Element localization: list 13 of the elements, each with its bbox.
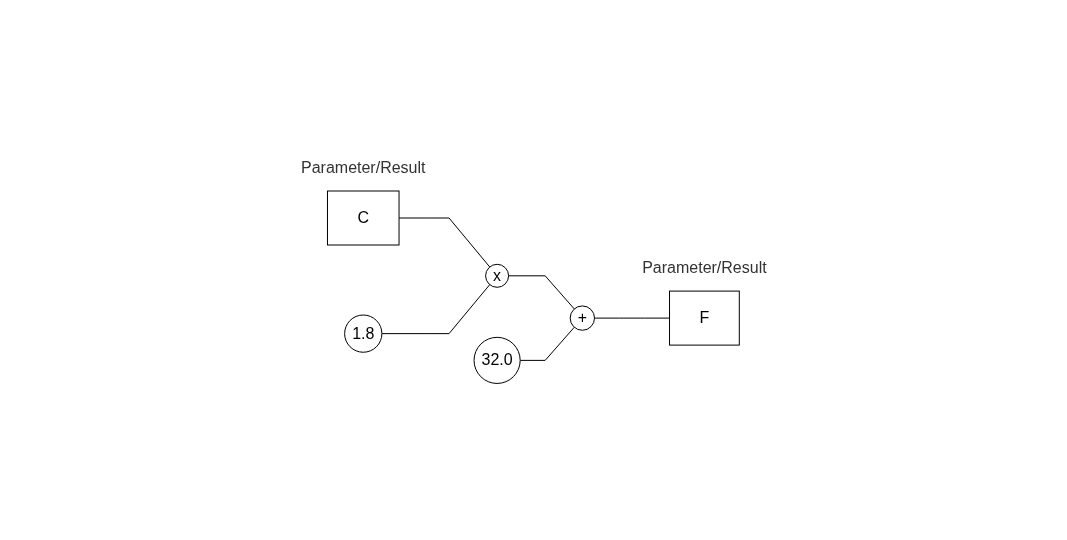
node-circle: 1.8 [343, 314, 383, 353]
node-label: Parameter/Result [641, 259, 767, 277]
node-box: F [668, 290, 740, 346]
connector [398, 217, 490, 268]
node-circle: + [569, 305, 595, 332]
connector [519, 327, 575, 362]
node-circle: x [484, 264, 509, 289]
node-circle: 32.0 [473, 337, 521, 385]
node-box: C [326, 190, 400, 246]
node-label: Parameter/Result [300, 159, 426, 177]
connector [593, 317, 670, 319]
connector [381, 284, 490, 335]
connector [507, 275, 575, 310]
